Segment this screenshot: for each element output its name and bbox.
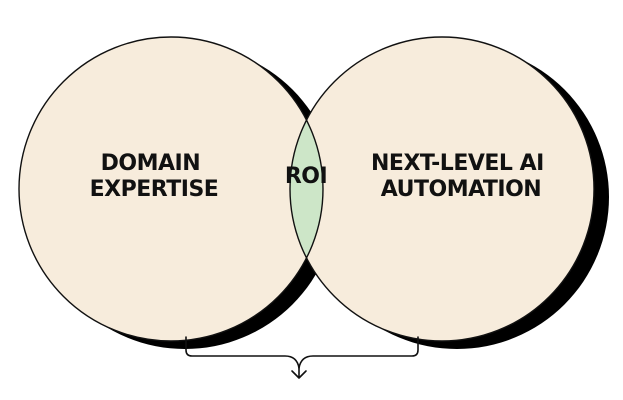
right-set-label-line-2: AUTOMATION: [381, 177, 541, 202]
left-set-label: DOMAIN EXPERTISE: [90, 151, 219, 202]
right-set-label-line-1: NEXT-LEVEL AI: [371, 151, 544, 176]
intersection-label: ROI: [285, 164, 327, 189]
right-set-label: NEXT-LEVEL AI AUTOMATION: [371, 151, 551, 202]
right-circle-outline: [289, 36, 595, 342]
right-circle: [290, 37, 594, 341]
arrow-down-icon: [291, 365, 307, 379]
left-circle-outline: [18, 36, 324, 342]
left-circle: [19, 37, 323, 341]
left-set-label-line-1: DOMAIN: [101, 151, 200, 176]
left-set-label-line-2: EXPERTISE: [90, 177, 219, 202]
